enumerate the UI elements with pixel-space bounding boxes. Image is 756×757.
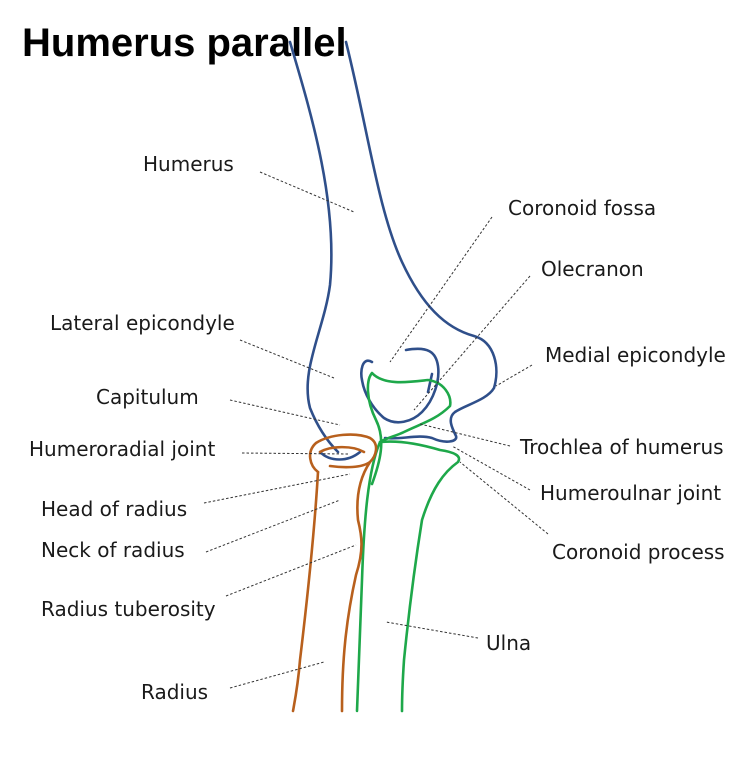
humerus-medial-outline (344, 40, 498, 443)
coronoid-fossa-outline (360, 347, 440, 424)
label-olecranon: Olecranon (541, 257, 644, 281)
ulna-bone (355, 371, 461, 713)
label-humeroradial-joint: Humeroradial joint (29, 437, 215, 461)
leader-coronoid-fossa (389, 216, 493, 363)
label-radius: Radius (141, 680, 208, 704)
leader-ulna (385, 621, 479, 639)
label-ulna: Ulna (486, 631, 531, 655)
label-humeroulnar-joint: Humeroulnar joint (540, 481, 721, 505)
leader-radius (229, 661, 325, 689)
radius-head-outline (308, 433, 378, 474)
humerus-lateral-outline (288, 40, 340, 454)
trochlea-inner-outline (426, 372, 434, 394)
label-humerus: Humerus (143, 152, 234, 176)
leader-trochlea-of-humerus (419, 423, 511, 447)
label-trochlea-of-humerus: Trochlea of humerus (519, 435, 724, 459)
label-radius-tuberosity: Radius tuberosity (41, 597, 216, 621)
leader-head-of-radius (203, 473, 351, 504)
leader-medial-epicondyle (495, 364, 533, 387)
label-medial-epicondyle: Medial epicondyle (545, 343, 726, 367)
leader-humerus (259, 171, 355, 213)
leader-olecranon (413, 275, 531, 411)
leader-humeroradial-joint (241, 452, 351, 455)
diagram-title: Humerus parallel (22, 21, 347, 65)
label-head-of-radius: Head of radius (41, 497, 187, 521)
ulna-outline-left (355, 371, 452, 713)
radius-medial-shaft (340, 460, 372, 713)
radius-lateral-shaft (291, 470, 320, 713)
label-capitulum: Capitulum (96, 385, 199, 409)
label-lateral-epicondyle: Lateral epicondyle (50, 311, 235, 335)
radius-bone (291, 433, 378, 713)
radius-head-inner (318, 445, 366, 454)
humerus-bone (288, 40, 498, 461)
label-coronoid-fossa: Coronoid fossa (508, 196, 656, 220)
label-coronoid-process: Coronoid process (552, 540, 725, 564)
leader-neck-of-radius (205, 499, 341, 553)
leader-radius-tuberosity (225, 544, 357, 597)
label-neck-of-radius: Neck of radius (41, 538, 185, 562)
humerus-capitulum-outline (318, 450, 362, 461)
leader-coronoid-process (459, 461, 549, 535)
leader-lines (203, 171, 549, 689)
leader-capitulum (229, 399, 341, 426)
anatomy-labels: Humerus Coronoid fossa Olecranon Lateral… (29, 152, 726, 704)
leader-humeroulnar-joint (451, 445, 531, 491)
ulna-outline-right (378, 440, 461, 713)
leader-lateral-epicondyle (239, 339, 335, 379)
